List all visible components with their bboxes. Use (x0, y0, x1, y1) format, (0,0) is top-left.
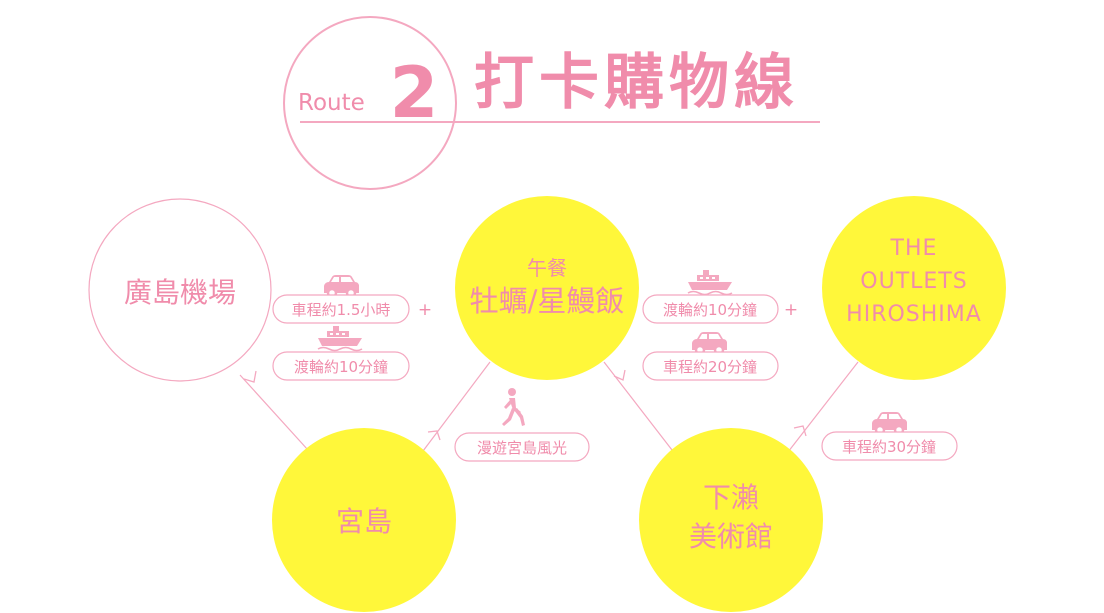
outlets-label-line2: OUTLETS (860, 269, 967, 294)
miyajima-label: 宮島 (336, 505, 392, 538)
node-miyajima: 宮島 (272, 428, 456, 612)
lunch-ferry-text: 渡輪約10分鐘 (663, 301, 757, 319)
page-title: 打卡購物線 (474, 48, 799, 118)
node-museum: 下瀨 美術館 (639, 428, 823, 612)
route-circle (283, 16, 457, 190)
car-icon (322, 273, 361, 299)
arrow-lunch-museum (613, 369, 626, 381)
lunch-label: 牡蠣/星鰻飯 (470, 284, 625, 318)
lunch-car-text: 車程約20分鐘 (663, 358, 757, 376)
walk-text: 漫遊宮島風光 (477, 439, 567, 457)
lunch-sub-label: 午餐 (527, 256, 567, 280)
pill-lunch-car (642, 351, 779, 381)
connector-miyajima-lunch (419, 361, 491, 456)
transport-airport: 車程約1.5小時 + 渡輪約10分鐘 (272, 273, 432, 381)
airport-circle (88, 198, 272, 382)
car-icon (870, 410, 909, 436)
outlets-label-line3: HIROSHIMA (846, 302, 982, 327)
airport-car-text: 車程約1.5小時 (292, 301, 391, 319)
arrow-miyajima-lunch (427, 430, 441, 441)
transport-museum: 車程約30分鐘 (821, 410, 958, 461)
museum-car-text: 車程約30分鐘 (842, 438, 936, 456)
node-airport: 廣島機場 (88, 198, 272, 382)
airport-ferry-text: 渡輪約10分鐘 (294, 358, 388, 376)
airport-label: 廣島機場 (124, 276, 236, 309)
pill-walk (454, 432, 590, 462)
arrow-airport-miyajima (243, 370, 257, 383)
outlets-label-line1: THE (890, 236, 938, 261)
museum-label-line1: 下瀨 (703, 481, 759, 514)
ferry-icon (317, 325, 363, 352)
connector-museum-outlets (787, 361, 859, 453)
museum-label-line2: 美術館 (689, 520, 773, 553)
outlets-circle (822, 196, 1006, 380)
header: Route 2 打卡購物線 (283, 16, 820, 190)
plus-sign-1: + (418, 300, 432, 320)
route-label: Route (298, 90, 365, 116)
museum-circle (639, 428, 823, 612)
pill-airport-ferry (272, 351, 410, 381)
miyajima-circle (272, 428, 456, 612)
arrow-museum-outlets (793, 425, 807, 437)
node-outlets: THE OUTLETS HIROSHIMA (822, 196, 1006, 380)
plus-sign-2: + (784, 300, 798, 320)
lunch-circle (455, 196, 639, 380)
pill-museum-car (821, 431, 958, 461)
transport-walk: 漫遊宮島風光 (454, 388, 590, 462)
route-connectors (239, 361, 859, 456)
connector-airport-miyajima (239, 374, 309, 451)
pill-lunch-ferry (642, 294, 779, 324)
walking-person-icon (502, 388, 525, 426)
transport-lunch: 渡輪約10分鐘 + 車程約20分鐘 (642, 269, 798, 381)
car-icon (690, 330, 729, 356)
ferry-icon (687, 269, 733, 296)
node-lunch: 午餐 牡蠣/星鰻飯 (455, 196, 639, 380)
route-number: 2 (390, 52, 439, 134)
pill-airport-car (272, 294, 410, 324)
